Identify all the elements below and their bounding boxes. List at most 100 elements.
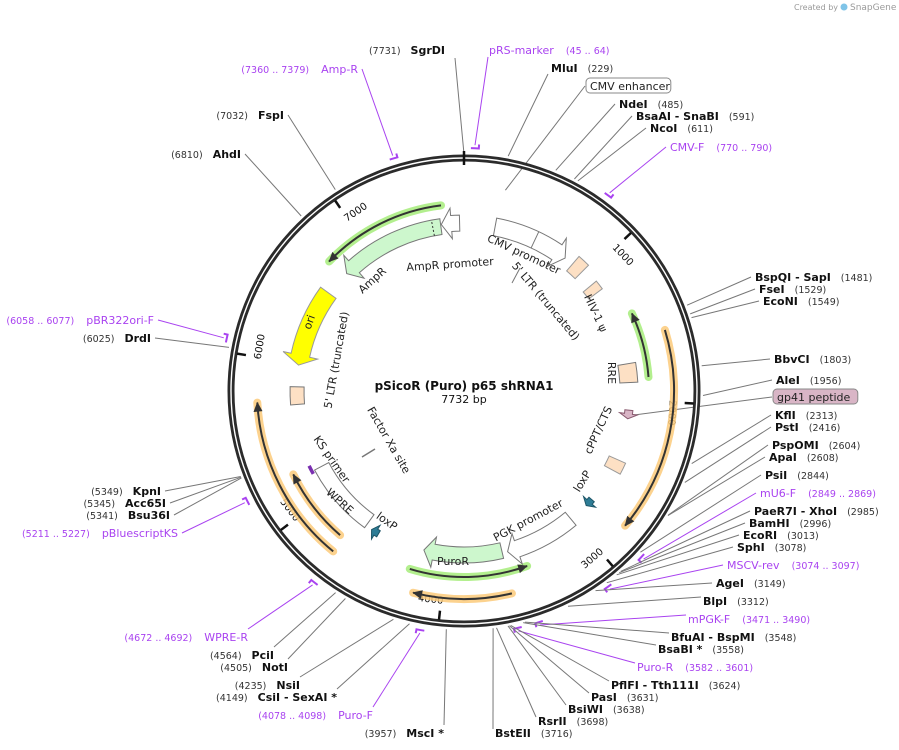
acc65i-label: (5345)Acc65I [83,497,166,510]
bfuai-bspmi-name: BfuAI - BspMI [671,631,755,644]
ndei-name: NdeI [619,98,648,111]
tick-label: 6000 [253,333,268,360]
pbr322ori-f-name: pBR322ori-F [86,314,154,327]
pbluescriptks-leader [181,502,246,534]
bbvci-leader [701,358,771,367]
green-direction-arc-arrowhead-icon [631,312,640,324]
cmv-enhancer-leader [505,85,586,191]
sphi-label: SphI(3078) [737,541,806,554]
sgrdi-position: (7731) [369,46,401,57]
rsrii-label: RsrII(3698) [538,715,608,728]
kfli-position: (2313) [806,411,838,422]
bsu36i-leader [173,477,242,516]
ndei-leader [555,103,616,171]
cppt-cts-feature [603,455,627,475]
orange-direction-arc-right-arrowhead-icon [624,515,635,527]
bbvci-position: (1803) [820,355,852,366]
pflfi-tth111i-label: PflFI - Tth111I(3624) [611,679,740,692]
factor-xa-site-marker [361,448,376,458]
puro-r-primer-marker [512,626,522,633]
cmv-enhancer-box: CMV enhancer [585,77,672,94]
cmv-f-primer-marker [604,192,615,200]
bsiwi-leader [507,625,567,706]
agei-position: (3149) [754,579,786,590]
mscv-rev-label: MSCV-rev(3074 .. 3097) [727,559,859,572]
ltr-truncated-left-feature [289,386,306,406]
ahdi-name: AhdI [213,148,241,161]
puro-f-primer-marker [414,628,425,634]
blpi-label: BlpI(3312) [703,595,769,608]
pflfi-tth111i-leader [510,624,610,682]
rsrii-name: RsrII [538,715,567,728]
ks-primer-marker [307,465,315,475]
bsu36i-name: Bsu36I [128,509,170,522]
ecori-leader [616,534,740,576]
csii-sexai-name: CsiI - SexAI * [258,691,338,704]
csii-sexai-label: (4149)CsiI - SexAI * [216,691,337,704]
tick-label: 7000 [342,201,369,224]
ampr-direction-arc-arrowhead-icon [328,251,339,263]
bsaai-snabi-position: (591) [729,112,755,123]
orange-direction-arc-bottom [412,591,513,600]
bsteii-position: (3716) [541,729,573,740]
paer7i-xhoi-position: (2985) [847,507,879,518]
bsabi-position: (3558) [712,645,744,656]
psti-leader [684,426,772,483]
pasi-position: (3631) [627,693,659,704]
gp41-peptide-box: gp41 peptide [772,388,859,405]
cmv-f-label: CMV-F(770 .. 790) [670,141,772,154]
ampr-direction-arc [328,204,442,263]
bamhi-label: BamHI(2996) [749,517,831,530]
ndei-label: NdeI (485) [619,98,683,111]
tick-mark [236,352,247,357]
pspomi-leader [668,444,769,516]
pcii-name: PciI [252,649,274,662]
wpre-r-name: WPRE-R [204,631,248,644]
mu6-f-primer-marker [637,553,645,564]
bsu36i-label: (5341)Bsu36I [86,509,170,522]
paer7i-xhoi-name: PaeR7I - XhoI [754,505,837,518]
fsei-name: FseI [759,283,785,296]
tick-mark [606,558,614,568]
rsrii-leader [496,627,537,718]
bsiwi-name: BsiWI [568,703,603,716]
ndei-position: (485) [658,100,684,111]
pbluescriptks-position: (5211 .. 5227) [22,529,90,540]
puro-f-label: (4078 .. 4098)Puro-F [258,709,373,722]
fspi-position: (7032) [216,111,248,122]
pbluescriptks-label: (5211 .. 5227)pBluescriptKS [22,527,178,540]
noti-name: NotI [262,661,288,674]
loxp-right-label: loxP [571,468,594,494]
ncoi-label: NcoI(611) [650,122,713,135]
bsabi-leader [523,622,657,646]
ecori-position: (3013) [787,531,819,542]
psti-name: PstI [775,421,799,434]
apai-label: ApaI(2608) [769,451,839,464]
bspqi-sapi-label: BspQI - SapI(1481) [755,271,872,284]
hiv1-psi-feature [582,280,603,300]
agei-label: AgeI(3149) [716,577,786,590]
ori-feature [282,286,337,366]
psti-position: (2416) [809,423,841,434]
mlui-name: MluI [551,62,578,75]
factor-xa-site-label: Factor Xa site [364,405,413,476]
sphi-name: SphI [737,541,765,554]
acc65i-name: Acc65I [125,497,166,510]
pcii-position: (4564) [210,651,242,662]
prs-marker-position: (45 .. 64) [566,46,610,57]
drdi-position: (6025) [83,334,115,345]
tick-label: 1000 [610,242,635,268]
puro-r-position: (3582 .. 3601) [685,663,753,674]
paer7i-xhoi-leader [620,510,751,572]
ncoi-position: (611) [687,124,713,135]
apai-leader [667,456,766,517]
bspqi-sapi-name: BspQI - SapI [755,271,831,284]
orange-direction-arc-right [624,329,675,527]
loxp-right-feature [582,494,598,508]
fspi-name: FspI [258,109,284,122]
mpgk-f-position: (3471 .. 3490) [742,615,810,626]
pspomi-name: PspOMI [772,439,819,452]
psii-label: PsiI(2844) [765,469,829,482]
sgrdi-name: SgrDI [411,44,445,57]
